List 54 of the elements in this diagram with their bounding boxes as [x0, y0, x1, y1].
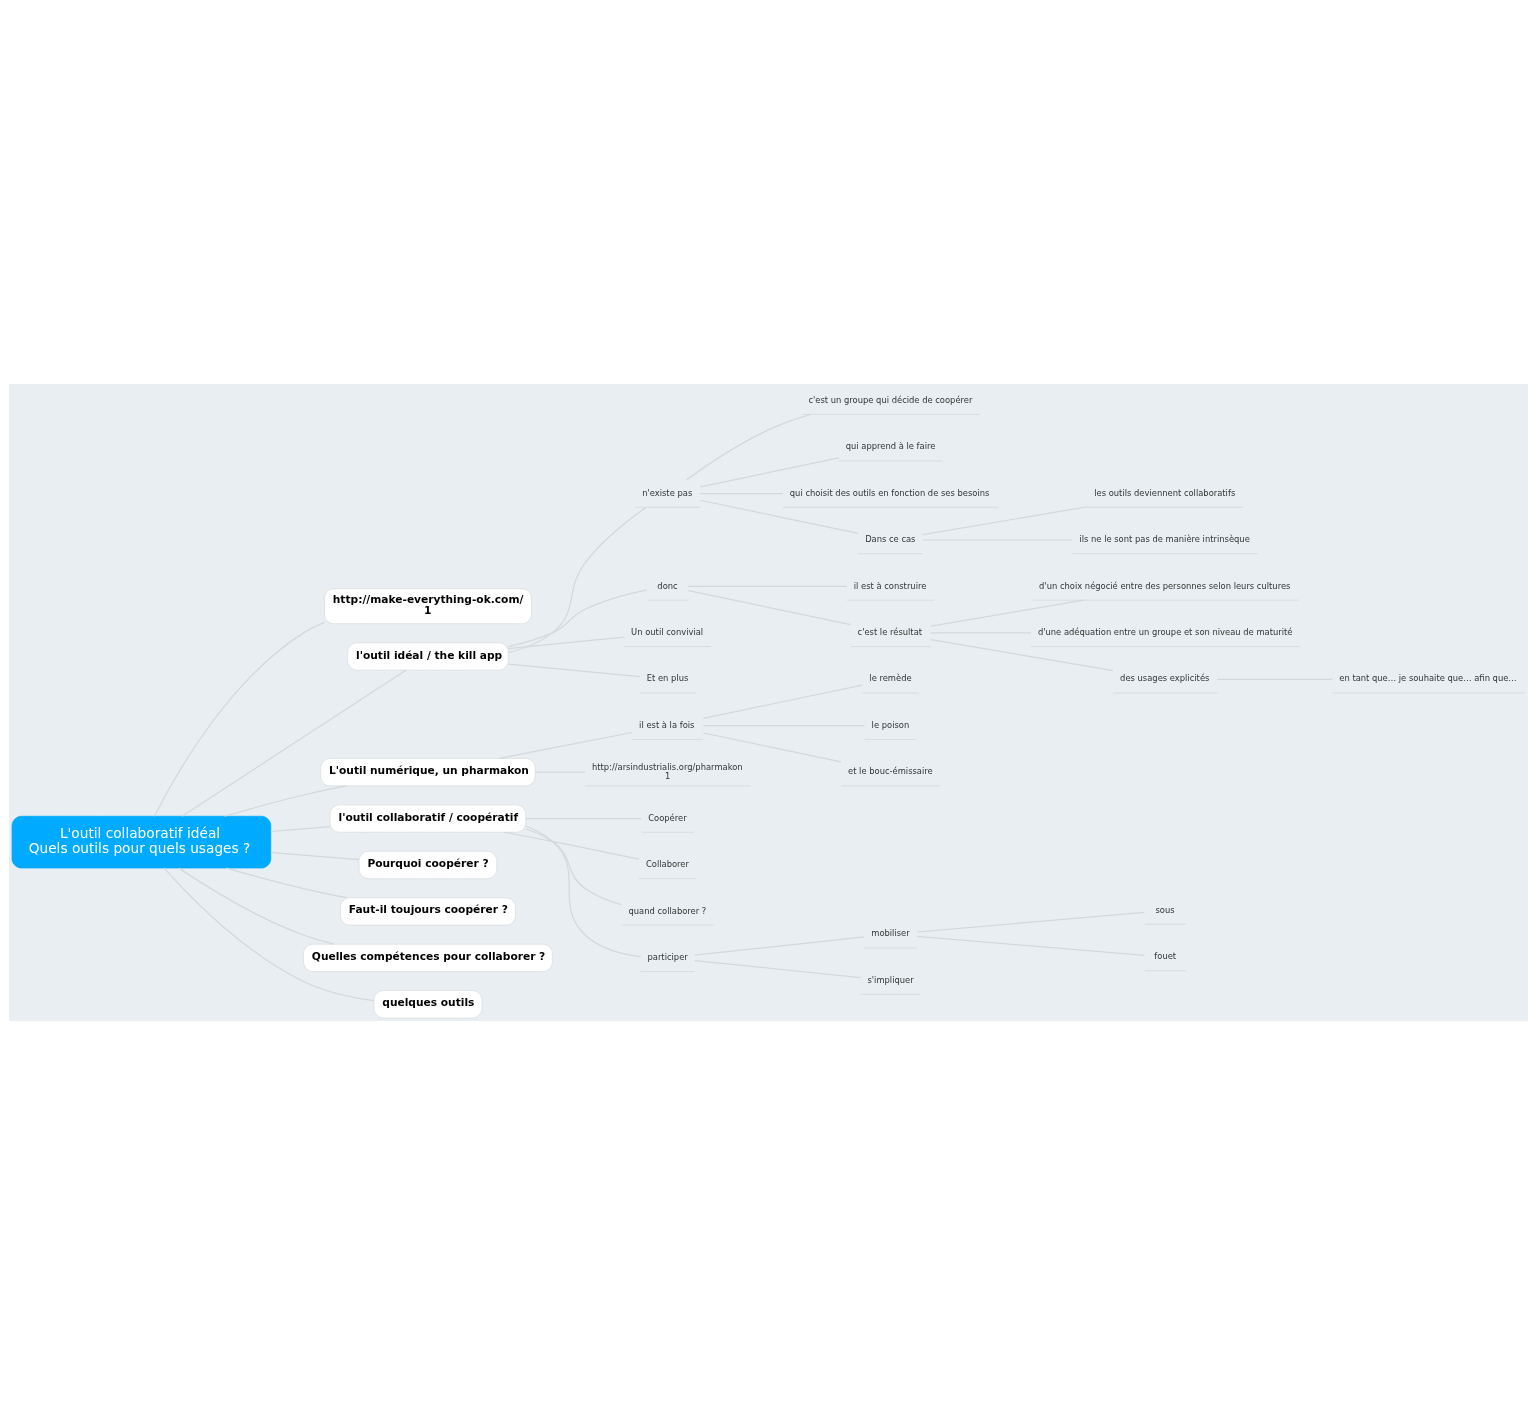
node-text: donc: [657, 580, 678, 591]
connector: [270, 851, 360, 861]
node-box: l'outil idéal / the kill app: [347, 642, 509, 671]
node-box: L'outil numérique, un pharmakon: [320, 758, 536, 787]
node-box: quelques outils: [373, 990, 483, 1019]
connector: [507, 663, 641, 678]
connector: [498, 731, 633, 759]
node-text: fouet: [1154, 951, 1177, 962]
connector: [525, 825, 642, 958]
node-text: Collaborer: [645, 859, 689, 870]
node-text: en tant que… je souhaite que… afin que…: [1339, 673, 1517, 684]
node-text: le remède: [869, 673, 912, 684]
connector: [507, 636, 625, 650]
node-text: et le bouc-émissaire: [848, 766, 933, 777]
connector: [525, 828, 623, 906]
node-text: Et en plus: [646, 673, 689, 684]
node-text: qui choisit des outils en fonction de ses besoins: [789, 487, 990, 498]
node-box: Faut-il toujours coopérer ?: [340, 897, 516, 926]
connector: [178, 867, 335, 945]
connector: [153, 621, 325, 817]
node-text: c'est un groupe qui décide de coopérer: [808, 394, 973, 405]
connector: [224, 785, 347, 817]
node-text: sous: [1155, 904, 1175, 915]
node-text: Coopérer: [648, 812, 687, 823]
node-text: d'un choix négocié entre des personnes selon leurs cultures: [1039, 580, 1291, 591]
connector: [507, 589, 648, 648]
node-text: des usages explicités: [1120, 673, 1210, 684]
node-text: le poison: [871, 719, 910, 730]
connector: [225, 867, 348, 899]
node-box: http://make-everything-ok.com/ 1: [324, 588, 532, 625]
node-text: s'impliquer: [867, 974, 914, 985]
node-text: il est à la fois: [639, 719, 695, 730]
node-text: Dans ce cas: [865, 534, 916, 545]
node-text: Un outil convivial: [631, 626, 704, 637]
node-box: L'outil collaboratif idéal Quels outils pour quels usages ?: [11, 815, 272, 869]
node-text: qui apprend à le faire: [845, 441, 936, 452]
node-text: http://arsindustrialis.org/pharmakon 1: [591, 761, 743, 781]
node-text: il est à construire: [853, 580, 927, 591]
node-text: ils ne le sont pas de manière intrinsèque: [1079, 534, 1250, 545]
connector: [270, 826, 331, 833]
node-text: les outils deviennent collaboratifs: [1094, 487, 1236, 498]
connector: [503, 831, 640, 860]
connector: [181, 669, 407, 817]
node-text: mobiliser: [871, 928, 910, 939]
connector: [507, 506, 647, 654]
node-box: Quelles compétences pour collaborer ?: [303, 943, 553, 972]
node-text: n'existe pas: [642, 487, 693, 498]
node-text: participer: [647, 951, 688, 962]
connector: [163, 867, 375, 1002]
node-box: l'outil collaboratif / coopératif: [329, 804, 527, 833]
node-text: c'est le résultat: [857, 626, 923, 637]
node-box: Pourquoi coopérer ?: [358, 850, 498, 880]
node-text: d'une adéquation entre un groupe et son niveau de maturité: [1037, 626, 1293, 637]
node-text: quand collaborer ?: [628, 905, 707, 916]
